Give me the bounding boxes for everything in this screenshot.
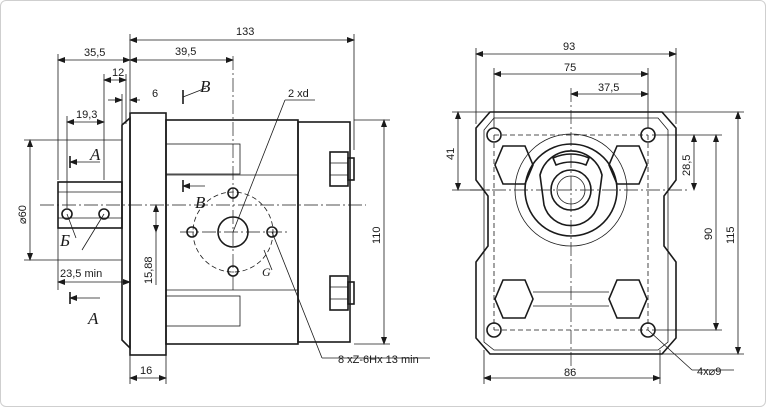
dim-110: 110 xyxy=(371,226,383,244)
front-view: 93 75 37,5 41 28,5 90 115 86 4x⌀9 xyxy=(445,41,744,384)
side-view: 133 39,5 35,5 12 6 19,3 ⌀60 23,5 min 15,… xyxy=(17,26,430,384)
note-4x-d9: 4x⌀9 xyxy=(697,366,721,378)
hex-nut-bl xyxy=(494,279,534,319)
dim-115: 115 xyxy=(725,226,737,244)
label-g: G xyxy=(262,265,271,279)
dim-75: 75 xyxy=(564,62,576,74)
bolt-lower xyxy=(329,275,355,311)
section-a-lower: A xyxy=(87,309,99,328)
rear-cover xyxy=(297,121,351,343)
flange-edge xyxy=(121,116,131,350)
dim-28-5: 28,5 xyxy=(681,155,693,176)
dim-41: 41 xyxy=(445,148,457,160)
dim-12: 12 xyxy=(112,67,124,79)
flange xyxy=(129,112,167,356)
note-thread: 8 xZ-6Hx 13 min xyxy=(338,354,419,366)
dim-6: 6 xyxy=(152,88,158,100)
shaft-hole-left xyxy=(61,208,73,220)
dim-diameter-60: ⌀60 xyxy=(17,205,29,224)
dim-93: 93 xyxy=(563,41,575,53)
shaft-hole-right xyxy=(98,208,110,220)
dim-90: 90 xyxy=(703,228,715,240)
dim-133: 133 xyxy=(236,26,254,38)
dim-23-5-min: 23,5 min xyxy=(60,268,102,280)
dim-86: 86 xyxy=(564,367,576,379)
dim-37-5: 37,5 xyxy=(598,82,619,94)
lower-slot xyxy=(165,295,241,327)
section-b-cyr: Б xyxy=(59,231,70,250)
dim-16: 16 xyxy=(140,365,152,377)
dim-15-88: 15,88 xyxy=(143,256,155,284)
section-a-upper: A xyxy=(89,145,101,164)
section-b-top: B xyxy=(200,77,211,96)
section-b-middle: B xyxy=(195,193,206,212)
bolt-upper xyxy=(329,151,355,187)
note-2xd: 2 xd xyxy=(288,88,309,100)
dim-35-5: 35,5 xyxy=(84,47,105,59)
dim-19-3: 19,3 xyxy=(76,109,97,121)
upper-slot xyxy=(165,143,241,175)
dim-39-5: 39,5 xyxy=(175,46,196,58)
hex-nut-br xyxy=(608,279,648,319)
